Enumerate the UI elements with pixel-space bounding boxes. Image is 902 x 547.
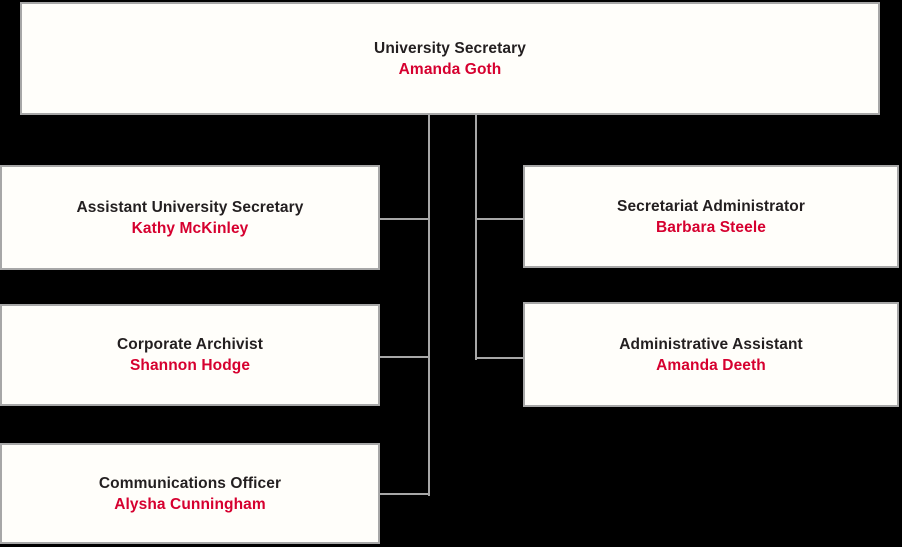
node-person-name: Barbara Steele [656,218,766,236]
connector-trunk-right-vertical [475,115,477,360]
node-person-name: Amanda Deeth [656,356,766,374]
org-node-secretariat-administrator: Secretariat Administrator Barbara Steele [523,165,899,268]
node-title: Communications Officer [98,474,282,492]
node-person-name: Alysha Cunningham [114,495,266,513]
org-node-corporate-archivist: Corporate Archivist Shannon Hodge [0,304,380,406]
connector-branch-corporate-archivist [380,356,428,358]
connector-trunk-left-vertical [428,115,430,496]
connector-branch-secretariat-administrator [477,218,523,220]
node-person-name: Shannon Hodge [129,357,251,374]
connector-branch-assistant-university-secretary [380,218,428,220]
org-node-university-secretary: University Secretary Amanda Goth [20,2,880,115]
node-person-name: Amanda Goth [398,60,502,78]
org-node-assistant-university-secretary: Assistant University Secretary Kathy McK… [0,165,380,270]
org-node-administrative-assistant: Administrative Assistant Amanda Deeth [523,302,899,407]
node-person-name: Kathy McKinley [131,219,249,237]
org-node-communications-officer: Communications Officer Alysha Cunningham [0,443,380,544]
node-title: Secretariat Administrator [617,197,805,215]
connector-branch-communications-officer [380,493,428,495]
node-title: University Secretary [374,39,526,57]
connector-branch-administrative-assistant [477,357,523,359]
node-title: Administrative Assistant [619,335,803,353]
node-title: Corporate Archivist [116,336,264,353]
node-title: Assistant University Secretary [76,198,304,216]
